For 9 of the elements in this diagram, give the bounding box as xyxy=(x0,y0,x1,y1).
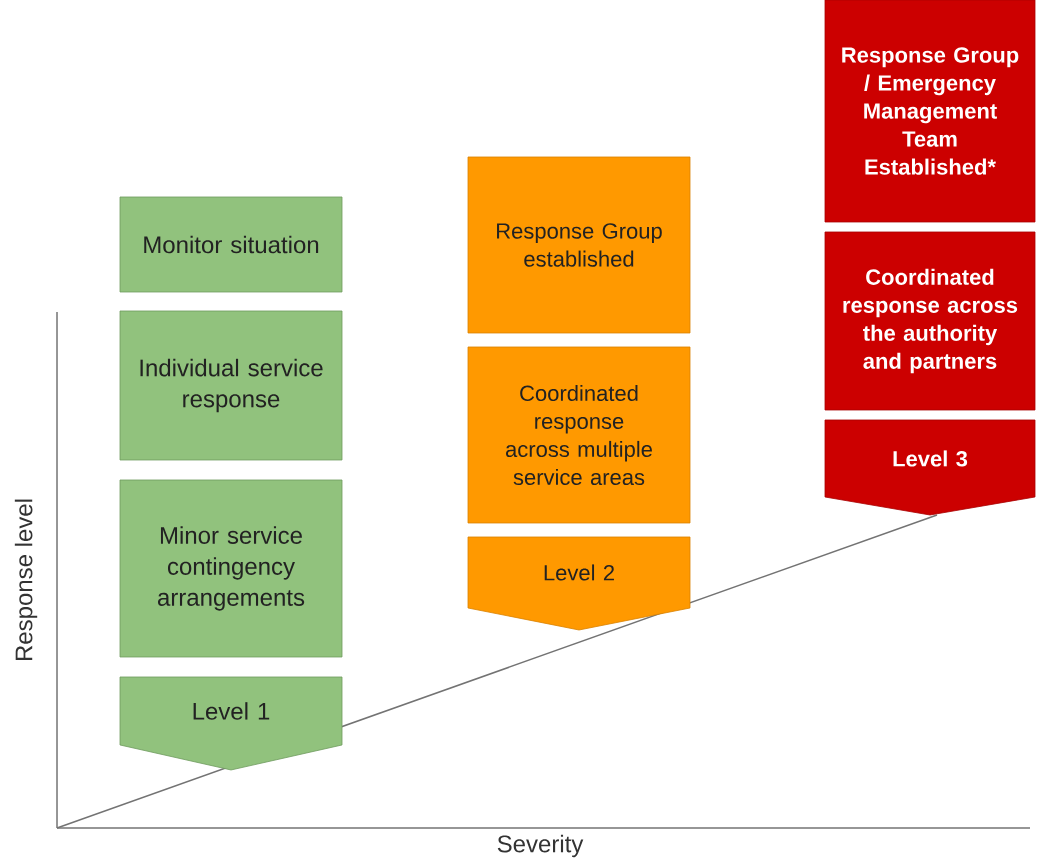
text-box: Coordinated response across the authority and partners xyxy=(824,231,1036,411)
text-box: Response Group established xyxy=(467,156,691,334)
axis-label: Severity xyxy=(497,834,584,858)
text-box: Monitor situation xyxy=(119,196,343,293)
text-box: Minor service contingency arrangements xyxy=(119,479,343,658)
text-box: Response Group / Emergency Management Team Established* xyxy=(824,0,1036,223)
text-box: Individual service response xyxy=(119,310,343,461)
axis-label: Response level xyxy=(14,499,38,661)
text-box: Coordinated response across multiple service areas xyxy=(467,346,691,524)
